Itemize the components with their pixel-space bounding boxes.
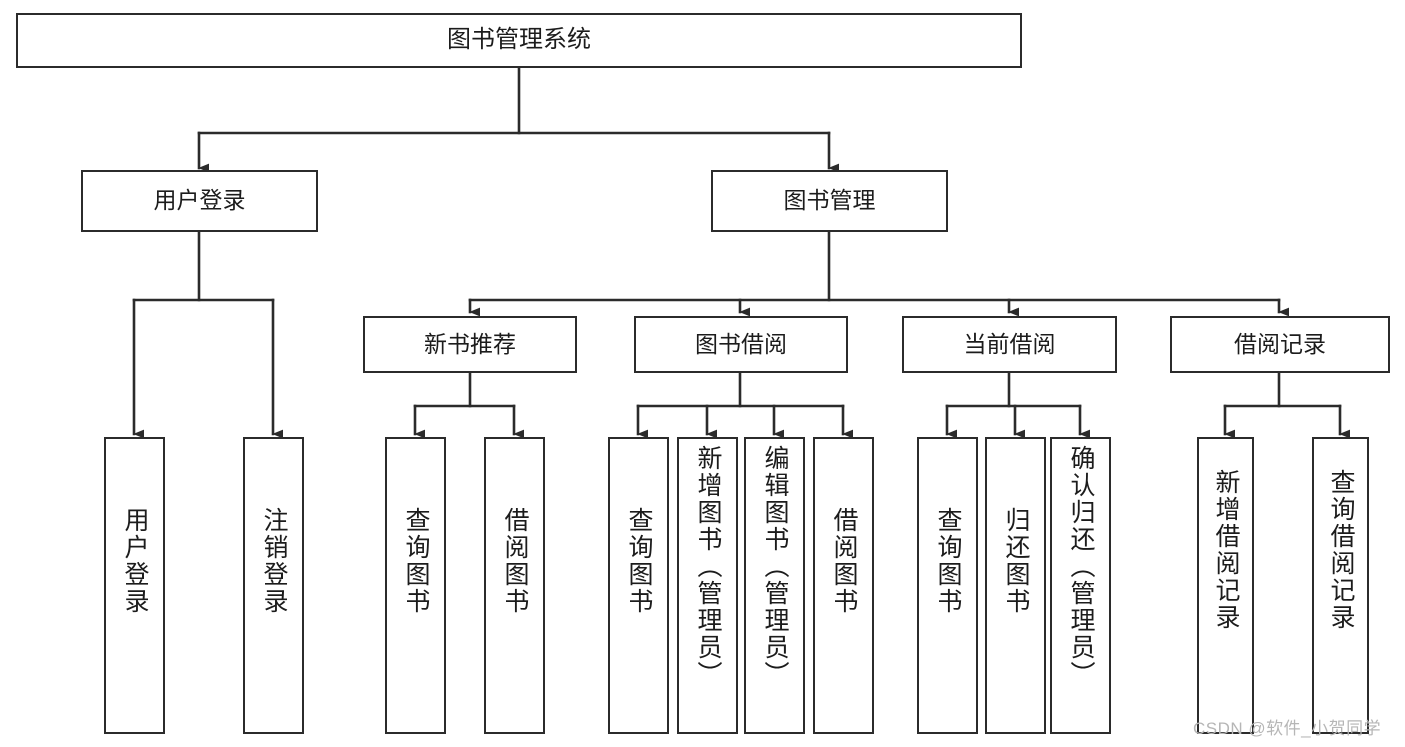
node-leaf-borrow-book-2-label: 借阅图书 [830, 507, 858, 615]
node-root[interactable]: 图书管理系统 [16, 13, 1022, 68]
node-borrow-record-label: 借阅记录 [1234, 330, 1326, 357]
node-leaf-query-book-3-label: 查询图书 [934, 507, 962, 615]
node-leaf-query-record-label: 查询借阅记录 [1327, 469, 1355, 631]
node-leaf-edit-book-label: 编辑图书（管理员） [761, 445, 789, 688]
node-leaf-logout-login[interactable]: 注销登录 [243, 437, 304, 734]
node-leaf-return-book[interactable]: 归还图书 [985, 437, 1046, 734]
node-user-login[interactable]: 用户登录 [81, 170, 318, 232]
node-borrow-record[interactable]: 借阅记录 [1170, 316, 1390, 373]
node-new-book-recommend[interactable]: 新书推荐 [363, 316, 577, 373]
node-leaf-logout-login-label: 注销登录 [260, 507, 288, 615]
node-current-borrow[interactable]: 当前借阅 [902, 316, 1117, 373]
node-book-manage-label: 图书管理 [783, 187, 876, 214]
node-leaf-return-book-label: 归还图书 [1002, 507, 1030, 615]
node-leaf-add-record[interactable]: 新增借阅记录 [1197, 437, 1254, 734]
node-book-manage[interactable]: 图书管理 [711, 170, 948, 232]
node-book-borrow[interactable]: 图书借阅 [634, 316, 848, 373]
node-leaf-user-login-label: 用户登录 [121, 507, 149, 615]
node-current-borrow-label: 当前借阅 [963, 330, 1056, 357]
node-leaf-confirm-return[interactable]: 确认归还（管理员） [1050, 437, 1111, 734]
node-leaf-query-book-3[interactable]: 查询图书 [917, 437, 978, 734]
node-root-label: 图书管理系统 [447, 26, 591, 54]
csdn-watermark: CSDN @软件_小贺同学 [1193, 719, 1382, 738]
node-book-borrow-label: 图书借阅 [695, 330, 787, 357]
node-leaf-query-record[interactable]: 查询借阅记录 [1312, 437, 1369, 734]
node-leaf-add-book[interactable]: 新增图书（管理员） [677, 437, 738, 734]
node-leaf-confirm-return-label: 确认归还（管理员） [1067, 445, 1095, 688]
node-user-login-label: 用户登录 [153, 187, 246, 214]
node-leaf-borrow-book-2[interactable]: 借阅图书 [813, 437, 874, 734]
node-leaf-borrow-book-1[interactable]: 借阅图书 [484, 437, 545, 734]
node-leaf-query-book-1-label: 查询图书 [402, 507, 430, 615]
node-leaf-query-book-1[interactable]: 查询图书 [385, 437, 446, 734]
node-leaf-query-book-2[interactable]: 查询图书 [608, 437, 669, 734]
node-leaf-query-book-2-label: 查询图书 [625, 507, 653, 615]
node-leaf-user-login[interactable]: 用户登录 [104, 437, 165, 734]
node-leaf-edit-book[interactable]: 编辑图书（管理员） [744, 437, 805, 734]
node-leaf-borrow-book-1-label: 借阅图书 [501, 507, 529, 615]
node-new-book-recommend-label: 新书推荐 [424, 330, 516, 357]
node-leaf-add-book-label: 新增图书（管理员） [694, 445, 722, 688]
node-leaf-add-record-label: 新增借阅记录 [1212, 469, 1240, 631]
